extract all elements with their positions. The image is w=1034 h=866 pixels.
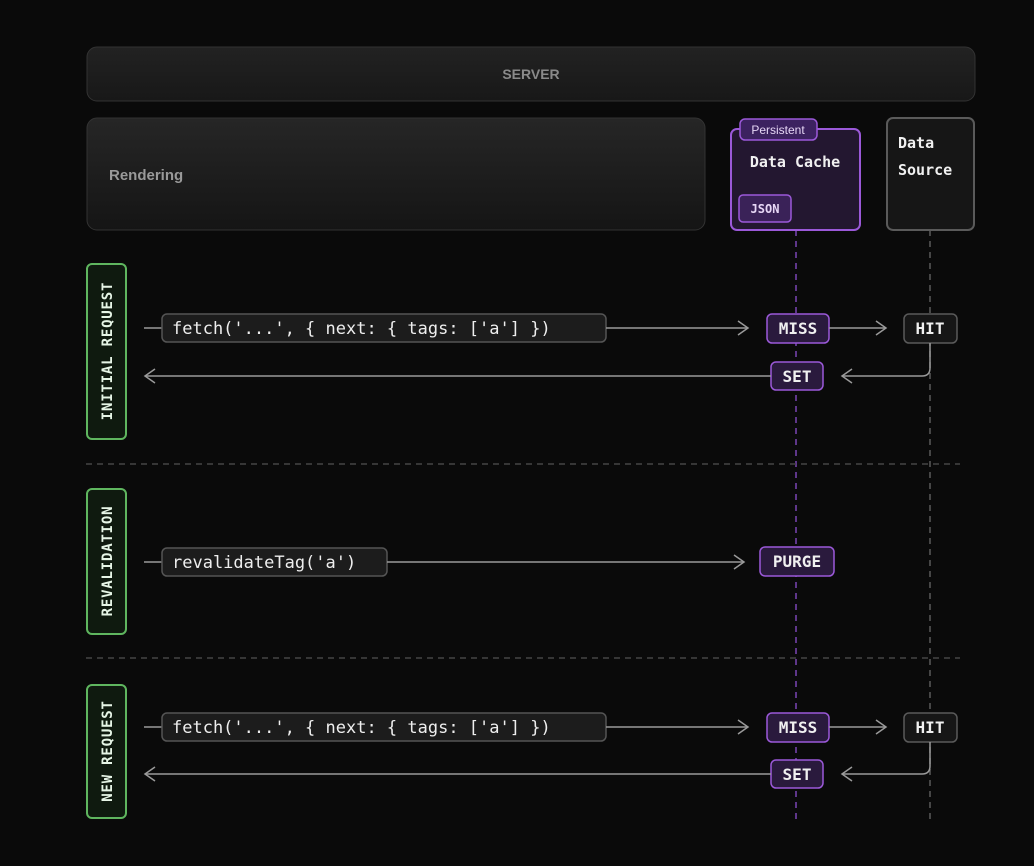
arrow-head (875, 320, 888, 336)
arrow-head (840, 368, 853, 384)
arrow-head (737, 719, 750, 735)
purge-label: PURGE (773, 552, 821, 571)
server-label: SERVER (502, 66, 559, 82)
hit-label-initial: HIT (916, 319, 945, 338)
hit-label-new: HIT (916, 718, 945, 737)
set-label-initial: SET (783, 367, 812, 386)
return-arrow-source (843, 742, 931, 775)
phase-label-box-revalidation (86, 488, 127, 635)
rendering-label: Rendering (109, 167, 183, 184)
purge-badge (759, 546, 835, 577)
fetch-call-initial: fetch('...', { next: { tags: ['a'] }) (172, 319, 551, 339)
json-badge (738, 194, 792, 223)
arrow-head (737, 320, 750, 336)
phase-label-box-initial (86, 263, 127, 440)
persistent-badge-label: Persistent (751, 123, 805, 137)
miss-label-initial: MISS (779, 319, 818, 338)
arrow-head (875, 719, 888, 735)
data-cache-title: Data Cache (750, 153, 840, 171)
phase-label-initial: INITIAL REQUEST (100, 282, 116, 420)
arrow-head (143, 368, 156, 384)
arrow-head (143, 766, 156, 782)
data-source-box (886, 117, 975, 231)
server-bar (86, 46, 976, 102)
phase-label-box-new (86, 684, 127, 819)
data-source-line1: Data (898, 134, 934, 152)
return-arrow-source (843, 343, 931, 377)
miss-label-new: MISS (779, 718, 818, 737)
persistent-badge (739, 118, 818, 141)
phase-label-new: NEW REQUEST (100, 700, 116, 802)
set-label-new: SET (783, 765, 812, 784)
phase-label-revalidation: REVALIDATION (100, 506, 116, 617)
arrow-head (733, 554, 746, 570)
json-badge-label: JSON (751, 202, 780, 216)
arrow-head (840, 766, 853, 782)
revalidate-call: revalidateTag('a') (172, 553, 356, 573)
data-source-line2: Source (898, 161, 952, 179)
fetch-call-new: fetch('...', { next: { tags: ['a'] }) (172, 718, 551, 738)
rendering-box (86, 117, 706, 231)
